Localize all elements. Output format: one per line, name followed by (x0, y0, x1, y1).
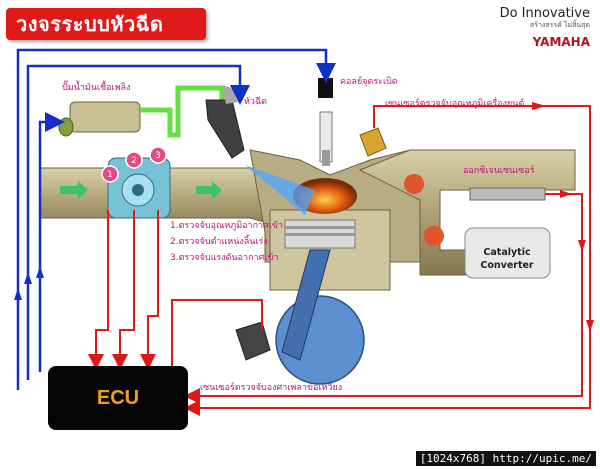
right-wire-arrow-1 (586, 320, 594, 332)
sensor-badge-3-number: 3 (155, 151, 161, 161)
label-injector: หัวฉีด (244, 97, 267, 107)
temp-wire-arrow (532, 102, 546, 110)
yamaha-logo: YAMAHA (532, 35, 590, 49)
ecu-to-pump-wire (38, 112, 65, 372)
sensor2-wire (112, 210, 135, 370)
ignition-coil (318, 78, 333, 98)
intake-flow-arrow-2 (196, 181, 222, 199)
engine-temp-sensor (359, 127, 387, 157)
sensor-badge-1 (101, 165, 119, 183)
fuel-pump (69, 101, 141, 133)
sensor-badge-3 (149, 146, 167, 164)
sensor-list-item-3: 3.ตรวจจับแรงดันอากาศเข้า (170, 253, 279, 263)
ecu-label: ECU (96, 386, 140, 409)
brand-logos: Do Innovative สร้างสรรค์ ไม่สิ้นสุด YAMA… (500, 6, 590, 49)
sensor3-wire (140, 210, 159, 370)
intake-sensor-list: 1.ตรวจจับอุณหภูมิอากาศเข้า 2.ตรวจจับตำแห… (170, 218, 283, 266)
connecting-rod (281, 249, 331, 361)
sensor-list-item-1: 1.ตรวจจับอุณหภูมิอากาศเข้า (170, 221, 284, 231)
ecu-output-arrow-2 (24, 272, 32, 284)
crank-sensor (235, 321, 271, 361)
catalytic-converter-label: Catalytic Converter (480, 247, 534, 271)
label-ignition-coil: คอลย์จุดระเบิด (340, 77, 398, 87)
ecu-box: ECU (48, 366, 188, 430)
sensor-badge-2 (125, 151, 143, 169)
crank-sensor-wire (171, 299, 263, 366)
brand-do-innovative: Do Innovative (499, 6, 590, 21)
slide-title-box: วงจรระบบหัวฉีด (6, 8, 206, 40)
engine-temp-wire (184, 105, 591, 416)
label-fuel-pump: ปั๊มน้ำมันเชื้อเพลิง (62, 83, 131, 93)
sensor-badge-2-number: 2 (131, 156, 137, 166)
fuel-spray (245, 165, 315, 215)
intake-flow-arrow-1 (60, 181, 88, 199)
right-wire-arrow-2 (578, 240, 586, 252)
injector (205, 99, 245, 159)
slide-title: วงจรระบบหัวฉีด (16, 12, 164, 36)
ecu-to-injector-wire (26, 64, 250, 380)
o2-sensor-part-1 (404, 174, 424, 194)
sensor-badge-1-number: 1 (107, 170, 113, 180)
o2-wire-arrow (560, 190, 572, 198)
ecu-output-arrow-3 (36, 266, 44, 278)
ecu-output-arrow-1 (14, 288, 22, 300)
oxygen-sensor (469, 187, 546, 201)
catalytic-body (464, 227, 551, 279)
o2-sensor-part-2 (424, 226, 444, 246)
fuel-line (140, 85, 225, 138)
label-engine-temp-sensor: เซนเซอร์ตรวจจับอุณหภูมิเครื่องยนต์ (385, 99, 525, 109)
brand-tagline: สร้างสรรค์ ไม่สิ้นสุด (529, 21, 590, 29)
label-oxygen-sensor: ออกซิเจนเซนเซอร์ (463, 166, 535, 176)
image-footer: [1024x768] http://upic.me/ (415, 451, 596, 466)
sensor1-wire (88, 210, 109, 370)
sensor-list-item-2: 2.ตรวจจับตำแหน่งลิ้นเร่ง (170, 237, 268, 247)
ecu-to-coil-wire (16, 48, 336, 390)
label-crank-sensor: เซนเซอร์ตรวจจับองศาเพลาข้อเหวี่ยง (200, 383, 343, 393)
